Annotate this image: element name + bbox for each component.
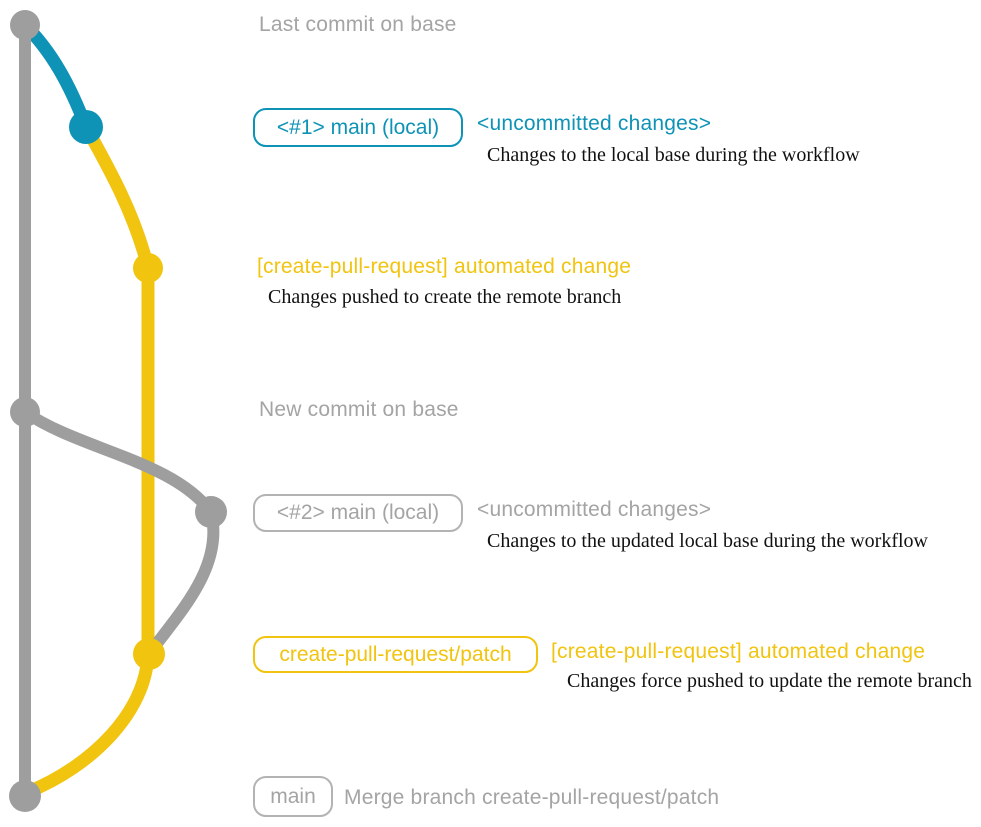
commit-node-new-commit-on-base xyxy=(10,397,40,427)
label-merge-branch: Merge branch create-pull-request/patch xyxy=(344,786,720,809)
label-uncommitted-changes-1: <uncommitted changes> xyxy=(477,112,712,135)
commit-node-last-commit-on-base xyxy=(10,10,40,40)
note-uncommitted-changes-2: Changes to the updated local base during… xyxy=(487,530,928,552)
commit-node-automated-change-2 xyxy=(133,638,165,670)
branch-curve-local-main-1 xyxy=(18,18,93,134)
branch-badge-main: main xyxy=(253,776,333,817)
commit-node-automated-change-1 xyxy=(133,253,163,283)
label-automated-change-1: [create-pull-request] automated change xyxy=(257,255,632,278)
commit-node-uncommitted-changes-2 xyxy=(195,496,227,528)
commit-node-merge-commit xyxy=(9,780,41,812)
note-automated-change-2: Changes force pushed to update the remot… xyxy=(567,670,972,692)
label-last-commit-on-base: Last commit on base xyxy=(259,13,457,36)
branch-curve-local-main-2 xyxy=(19,406,220,656)
note-uncommitted-changes-1: Changes to the local base during the wor… xyxy=(487,144,860,166)
branch-badge-main-local-2: <#2> main (local) xyxy=(253,494,463,532)
label-new-commit-on-base: New commit on base xyxy=(259,398,459,421)
label-automated-change-2: [create-pull-request] automated change xyxy=(551,640,926,663)
commit-node-uncommitted-changes-1 xyxy=(69,110,103,144)
label-uncommitted-changes-2: <uncommitted changes> xyxy=(477,498,712,521)
branch-badge-create-pull-request-patch: create-pull-request/patch xyxy=(253,636,538,673)
branch-badge-main-local-1: <#1> main (local) xyxy=(253,108,463,147)
note-automated-change-1: Changes pushed to create the remote bran… xyxy=(268,286,622,308)
